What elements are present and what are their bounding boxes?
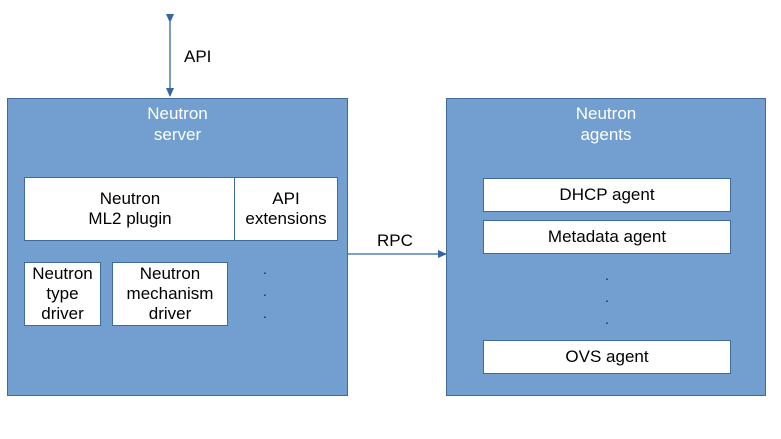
type-driver-box: Neutron type driver bbox=[24, 262, 101, 326]
api-extensions-line1: API bbox=[272, 189, 300, 208]
rpc-label: RPC bbox=[377, 231, 413, 250]
mechanism-driver-line1: Neutron bbox=[139, 264, 201, 283]
api-label: API bbox=[184, 47, 212, 66]
mechanism-driver-line2: mechanism bbox=[126, 284, 214, 303]
type-driver-line2: type bbox=[46, 284, 79, 303]
neutron-server-title: Neutron server bbox=[8, 103, 347, 145]
agents-ellipsis-dot: · bbox=[604, 270, 610, 286]
neutron-server-title-line2: server bbox=[153, 125, 202, 144]
mechanism-driver-line3: driver bbox=[148, 304, 192, 323]
ovs-agent-box: OVS agent bbox=[483, 340, 731, 374]
ml2-plugin-line2: ML2 plugin bbox=[88, 209, 172, 228]
neutron-server-panel: Neutron server Neutron ML2 plugin API ex… bbox=[7, 98, 348, 396]
agents-ellipsis-dot: · bbox=[604, 292, 610, 308]
agents-ellipsis-dot: · bbox=[604, 314, 610, 330]
neutron-server-title-line1: Neutron bbox=[147, 104, 208, 123]
neutron-agents-title-line2: agents bbox=[580, 125, 632, 144]
metadata-agent-box: Metadata agent bbox=[483, 220, 731, 254]
ml2-plugin-box: Neutron ML2 plugin bbox=[24, 177, 236, 241]
type-driver-line1: Neutron bbox=[32, 264, 93, 283]
api-extensions-line2: extensions bbox=[245, 209, 327, 228]
server-ellipsis-dot: · bbox=[262, 308, 268, 324]
dhcp-agent-box: DHCP agent bbox=[483, 178, 731, 212]
ovs-agent-label: OVS agent bbox=[565, 347, 649, 366]
server-ellipsis-dot: · bbox=[262, 286, 268, 302]
api-extensions-box: API extensions bbox=[234, 177, 338, 241]
dhcp-agent-label: DHCP agent bbox=[559, 185, 655, 204]
ml2-plugin-line1: Neutron bbox=[99, 189, 161, 208]
agents-ellipsis: · · · bbox=[597, 267, 617, 333]
server-ellipsis: · · · bbox=[255, 261, 275, 327]
server-ellipsis-dot: · bbox=[262, 264, 268, 280]
mechanism-driver-box: Neutron mechanism driver bbox=[112, 262, 228, 326]
neutron-agents-title-line1: Neutron bbox=[575, 104, 637, 123]
metadata-agent-label: Metadata agent bbox=[547, 227, 667, 246]
neutron-agents-panel: Neutron agents DHCP agent Metadata agent… bbox=[446, 98, 766, 396]
type-driver-line3: driver bbox=[41, 304, 84, 323]
neutron-agents-title: Neutron agents bbox=[447, 103, 765, 145]
